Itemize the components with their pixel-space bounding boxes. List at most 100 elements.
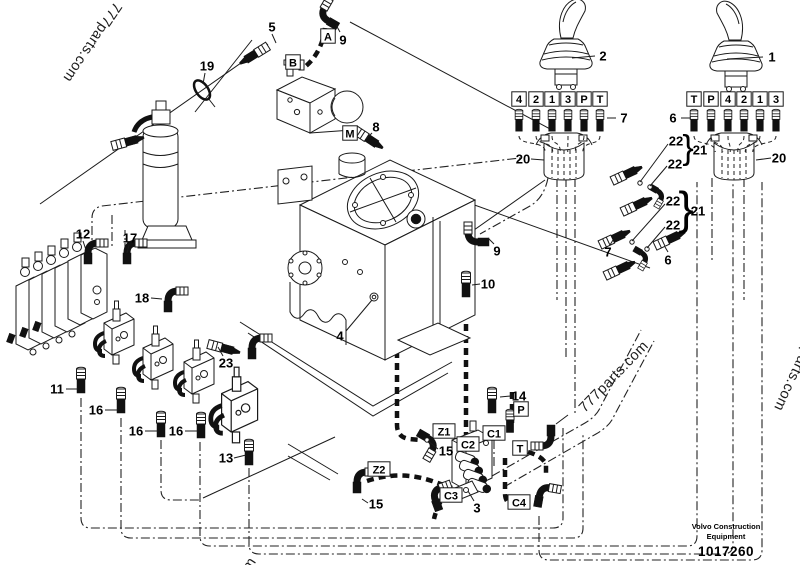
port-fitting (563, 108, 573, 132)
leader-line-9 (335, 24, 341, 33)
callout-7: 7 (604, 245, 611, 260)
port-fitting (706, 108, 716, 132)
callout-box-Z1 (432, 423, 456, 439)
port-fitting (514, 108, 524, 132)
callout-leaders (66, 24, 772, 504)
port-label: 2 (533, 94, 539, 106)
port-hose-dash (693, 135, 716, 153)
callout-17: 17 (123, 231, 137, 246)
callout-21: 21 (691, 204, 705, 219)
callout-8: 8 (372, 120, 379, 135)
port-label: 1 (757, 94, 763, 106)
callout-14: 14 (512, 389, 527, 404)
leader-line-1 (726, 56, 764, 60)
port-hose-dash (518, 135, 546, 153)
leader-line-4 (345, 299, 373, 332)
callout-box-T (512, 440, 528, 456)
callout-6: 6 (664, 253, 671, 268)
leader-line-19 (202, 72, 206, 85)
leader-line-8 (365, 132, 373, 140)
port-label: T (597, 94, 604, 106)
callout-13: 13 (219, 451, 233, 466)
joystick-left (539, 0, 593, 90)
leader-line-17 (126, 244, 130, 254)
callout-box-A (320, 28, 336, 44)
callout-11: 11 (50, 382, 64, 397)
brace-2: } (678, 182, 693, 234)
port-box-P (703, 91, 719, 107)
port-hose-dash (582, 135, 601, 153)
port-box-4 (720, 91, 736, 107)
leader-line-2 (571, 55, 596, 59)
callout-15: 15 (369, 497, 383, 512)
leader-line-7 (609, 239, 614, 246)
port-fitting (771, 108, 781, 132)
port-fitting (595, 108, 605, 132)
brace-1: } (682, 129, 693, 167)
callout-box-M (342, 125, 358, 141)
callout-20: 20 (772, 151, 786, 166)
leader-line-3 (467, 490, 475, 502)
callout-C4: C4 (512, 498, 527, 510)
leader-line-6 (664, 246, 669, 253)
leader-line-9 (487, 237, 495, 245)
figure-footer: Volvo Construction Equipment 1017260 (666, 522, 786, 559)
callout-22: 22 (668, 157, 682, 172)
footer-company-line1: Volvo Construction (691, 522, 761, 532)
callout-16: 16 (129, 424, 143, 439)
port-box-T (592, 91, 608, 107)
leader-line-18 (150, 297, 163, 300)
leader-line-10 (471, 283, 481, 286)
port-box-3 (560, 91, 576, 107)
callout-P: P (517, 405, 524, 417)
callout-7: 7 (620, 111, 627, 126)
port-box-1 (544, 91, 560, 107)
port-label: P (707, 94, 714, 106)
leader-line-20 (755, 157, 772, 161)
callout-box-B (285, 54, 301, 70)
port-box-T (686, 91, 702, 107)
port-fitting (531, 108, 541, 132)
pilot-pressure-valve (275, 59, 364, 134)
callout-22: 22 (666, 218, 680, 233)
callout-10: 10 (481, 277, 495, 292)
port-hose-dash (710, 135, 724, 153)
callout-box-Z2 (367, 461, 391, 477)
port-fitting (755, 108, 765, 132)
callout-1: 1 (768, 50, 775, 65)
callout-6: 6 (669, 111, 676, 126)
callout-C3: C3 (444, 491, 458, 503)
leader-line-15 (361, 498, 369, 504)
port-label: T (691, 94, 698, 106)
port-hose-dash (551, 135, 561, 153)
main-control-valve-bank (6, 232, 108, 356)
callout-Z2: Z2 (373, 465, 386, 477)
hydraulic-tank (277, 152, 477, 361)
leader-line-14 (499, 395, 512, 398)
callout-box-P (513, 401, 529, 417)
leader-line-22 (631, 203, 666, 242)
callout-T: T (517, 444, 524, 456)
leader-line-22 (646, 226, 666, 249)
port-box-2 (736, 91, 752, 107)
port-label: 4 (725, 94, 732, 106)
leader-line-5 (271, 33, 277, 44)
port-box-2 (528, 91, 544, 107)
callout-2: 2 (599, 49, 606, 64)
port-box-1 (752, 91, 768, 107)
callout-Z1: Z1 (438, 427, 451, 439)
remote-valve-2 (132, 324, 175, 391)
callout-box-C4 (507, 494, 531, 510)
port-hose-dash (752, 135, 777, 153)
joystick-right (709, 0, 763, 92)
port-fitting (547, 108, 557, 132)
callout-box-C1 (482, 425, 506, 441)
leader-line-22 (649, 165, 668, 187)
leader-line-22 (639, 143, 669, 183)
callout-3: 3 (473, 501, 480, 516)
callout-A: A (324, 32, 332, 44)
